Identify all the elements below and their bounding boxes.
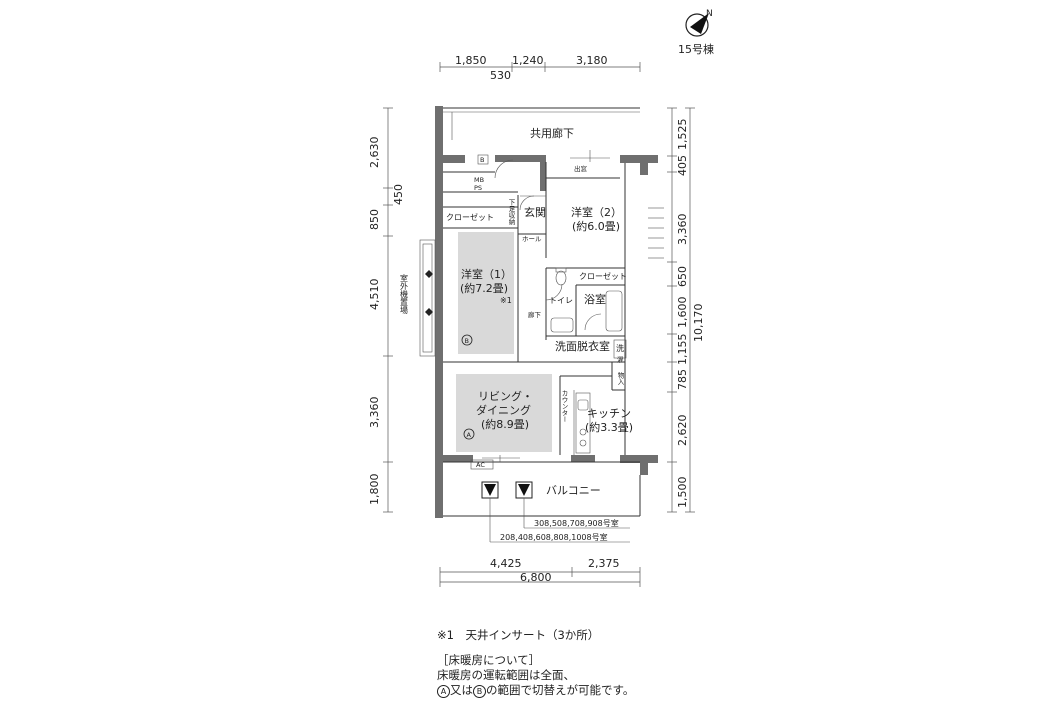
living-size: (約8.9畳) [481,417,529,431]
notes-block: ※1 天井インサート（3か所） ［床暖房について］ 床暖房の運転範囲は全面、 A… [437,628,634,698]
interior-lines [443,150,664,517]
closet1-label: クローゼット [446,212,494,222]
washer-label: 洗 [616,343,624,353]
drain-symbols [481,481,630,543]
left-dimensions: 2,630 450 850 4,510 3,360 1,800 [368,107,405,513]
dim-right-9: 1,500 [676,477,689,509]
dim-right-8: 2,620 [676,415,689,447]
dim-right-6: 1,155 [676,334,689,366]
dim-right-7: 785 [676,369,689,390]
hall-label: ホール [522,235,542,243]
unit-label-1: 308,508,708,908号室 [534,518,619,528]
toilet-label: トイレ [549,296,573,305]
shoe-storage-label: 下足収納 [507,199,515,227]
unit-label-2: 208,408,608,808,1008号室 [500,532,608,542]
dim-bottom-total: 6,800 [520,571,552,584]
floor-heating-line2-pre: 又は [450,683,473,697]
bath-label: 浴室 [584,292,606,306]
demado-label: 出窓 [574,164,588,173]
western2-size: (約6.0畳) [572,219,620,233]
dim-right-4: 650 [676,266,689,287]
dim-bottom-2: 2,375 [588,557,620,570]
living-label: リビング・ [478,389,533,403]
dim-right-5: 1,600 [676,297,689,329]
dim-right-total: 10,170 [692,304,705,343]
counter-label: カウンター [560,390,568,423]
balcony-label: バルコニー [546,484,601,497]
top-dimensions: 1,850 1,240 3,180 530 [439,54,641,82]
washroom-label: 洗面脱衣室 [555,339,610,353]
walls [435,106,658,518]
western1-size: (約7.2畳) [460,281,508,295]
circle-b-mark: B [465,337,469,345]
dim-left-3: 850 [368,209,381,230]
dim-top-3: 3,180 [576,54,608,67]
circle-a-icon: A [437,685,450,698]
room-labels: B MB PS 下足収納 玄関 ホール クローゼット 出窓 洋室（2） (約6.… [446,154,633,542]
ac-label: AC [476,461,485,469]
outdoor-unit-area: 室外機置場 [400,239,436,357]
compass-icon: N [685,9,713,37]
circle-a-mark: A [467,431,472,439]
floor-heating-zone-b [458,232,514,354]
ps-label: PS [474,184,482,192]
dim-left-6: 1,800 [368,474,381,506]
right-dimensions: 1,525 405 3,360 650 1,600 1,155 785 2,62… [667,107,705,513]
circle-b-icon: B [473,685,486,698]
closet2-label: クローゼット [579,271,627,281]
floor-heating-line2-post: の範囲で切替えが可能です。 [486,683,635,697]
dim-right-2: 405 [676,155,689,176]
floor-heating-zone-a [456,374,552,452]
compass-north-label: N [706,9,713,19]
hallway-label: 廊下 [528,310,542,319]
corridor-label: 共用廊下 [530,126,574,140]
dim-top-1: 1,850 [455,54,487,67]
dim-top-2: 1,240 [512,54,544,67]
dining-label: ダイニング [476,403,531,417]
dim-right-3: 3,360 [676,214,689,246]
western1-label: 洋室（1） [461,267,512,281]
kitchen-label: キッチン [587,407,631,420]
dim-right-1: 1,525 [676,119,689,151]
floor-heating-title: ［床暖房について］ [437,653,541,667]
dim-left-1: 2,630 [368,137,381,169]
floor-heating-line1: 床暖房の運転範囲は全面、 [437,668,575,682]
b-box-label: B [480,156,484,164]
outdoor-unit-label: 室外機置場 [400,273,409,315]
note1: ※1 天井インサート（3か所） [437,628,600,642]
dim-bottom-1: 4,425 [490,557,522,570]
mb-label: MB [474,176,484,184]
common-corridor: 共用廊下 [440,107,640,140]
entrance-label: 玄関 [524,205,546,219]
washer-sub-label: 濯 [617,355,624,364]
building-label: 15号棟 [678,42,714,56]
dim-left-4: 4,510 [368,279,381,311]
dim-left-5: 3,360 [368,397,381,429]
bottom-dimensions: 4,425 2,375 6,800 [439,557,641,587]
dim-top-sub: 530 [490,69,511,82]
storage-label: 物入 [616,371,624,386]
kitchen-size: (約3.3畳) [585,420,633,434]
dim-left-2: 450 [392,184,405,205]
note1-mark: ※1 [500,296,512,305]
western2-label: 洋室（2） [571,205,622,219]
